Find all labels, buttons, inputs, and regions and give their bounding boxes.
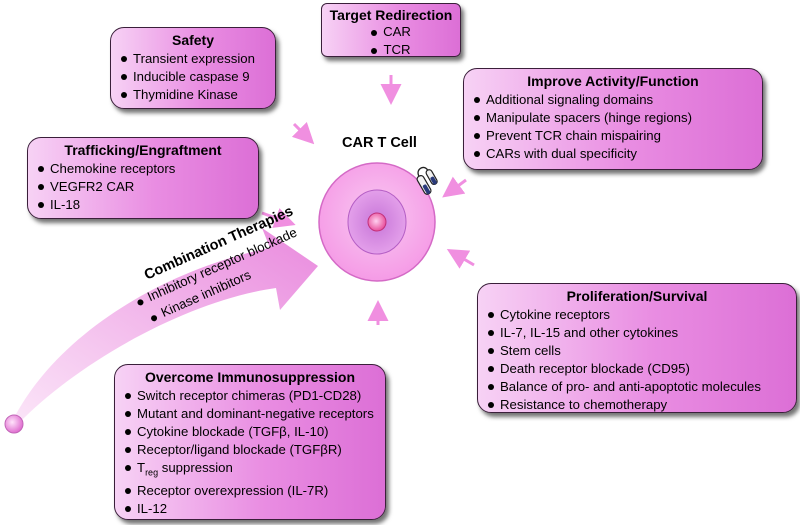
list-item: CARs with dual specificity — [472, 145, 754, 163]
target-redirection-box: Target Redirection CAR TCR — [321, 3, 461, 57]
list-item: TCR — [328, 41, 454, 59]
list-item: Cytokine blockade (TGFβ, IL-10) — [123, 423, 377, 441]
list-item: Treg suppression — [123, 459, 377, 482]
improve-activity-title: Improve Activity/Function — [527, 73, 699, 89]
list-item: VEGFR2 CAR — [36, 178, 250, 196]
list-item: IL-18 — [36, 196, 250, 214]
proliferation-title: Proliferation/Survival — [566, 288, 708, 304]
list-item: Switch receptor chimeras (PD1-CD28) — [123, 387, 377, 405]
list-item: Chemokine receptors — [36, 160, 250, 178]
list-item: Cytokine receptors — [486, 306, 788, 324]
list-item: IL-7, IL-15 and other cytokines — [486, 324, 788, 342]
list-item: Prevent TCR chain mispairing — [472, 127, 754, 145]
list-item: Resistance to chemotherapy — [486, 396, 788, 414]
proliferation-box: Proliferation/Survival Cytokine receptor… — [477, 283, 797, 413]
list-item: Receptor overexpression (IL-7R) — [123, 482, 377, 500]
car-t-cell-label: CAR T Cell — [342, 135, 417, 151]
list-item: Stem cells — [486, 342, 788, 360]
safety-box: Safety Transient expression Inducible ca… — [110, 27, 276, 109]
immunosuppression-title: Overcome Immunosuppression — [144, 369, 356, 385]
safety-title: Safety — [171, 32, 215, 48]
list-item: Receptor/ligand blockade (TGFβR) — [123, 441, 377, 459]
receptor-icon — [416, 166, 438, 195]
improve-activity-box: Improve Activity/Function Additional sig… — [463, 68, 763, 170]
pointer-arrows — [261, 75, 475, 325]
target-redirection-title: Target Redirection — [329, 7, 453, 23]
list-item: Mutant and dominant-negative receptors — [123, 405, 377, 423]
origin-dot — [4, 414, 24, 434]
list-item: CAR — [328, 23, 454, 41]
trafficking-box: Trafficking/Engraftment Chemokine recept… — [27, 137, 259, 219]
trafficking-title: Trafficking/Engraftment — [64, 142, 222, 158]
car-t-cell — [318, 162, 436, 282]
list-item: IL-12 — [123, 500, 377, 518]
immunosuppression-box: Overcome Immunosuppression Switch recept… — [114, 364, 386, 520]
list-item: Thymidine Kinase — [119, 86, 267, 104]
list-item: Additional signaling domains — [472, 91, 754, 109]
list-item: Balance of pro- and anti-apoptotic molec… — [486, 378, 788, 396]
list-item: Manipulate spacers (hinge regions) — [472, 109, 754, 127]
list-item: Transient expression — [119, 50, 267, 68]
list-item: Death receptor blockade (CD95) — [486, 360, 788, 378]
list-item: Inducible caspase 9 — [119, 68, 267, 86]
